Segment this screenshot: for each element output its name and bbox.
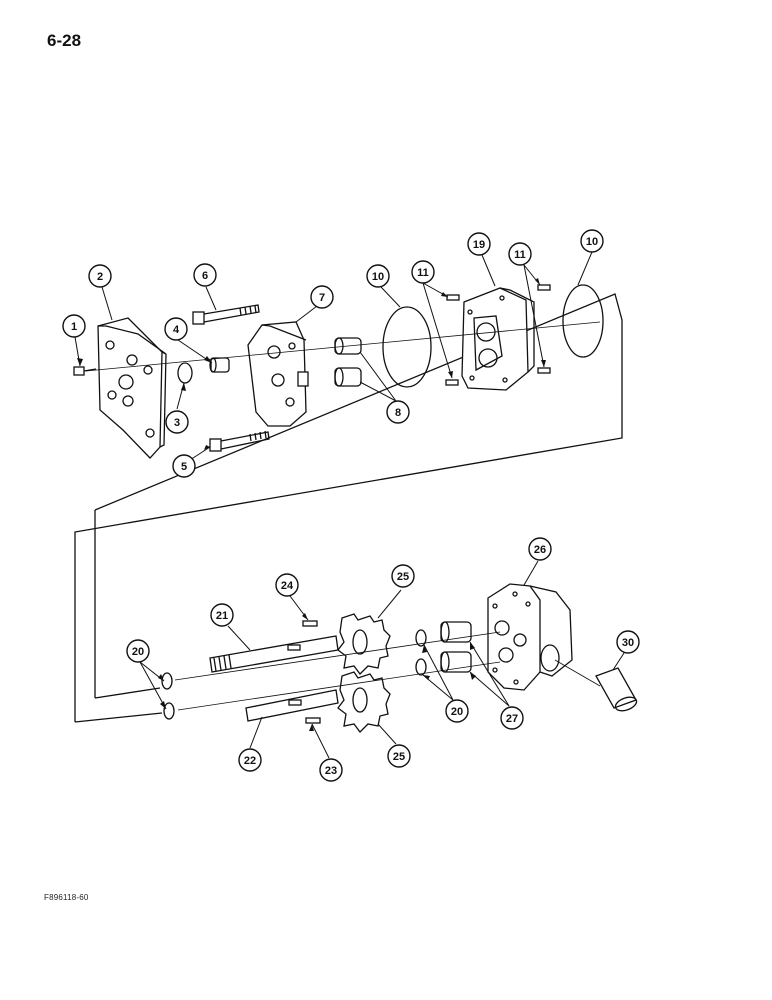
svg-text:27: 27 (506, 713, 518, 725)
svg-text:20: 20 (132, 646, 144, 658)
callout-26: 26 (528, 537, 552, 561)
rear-bushing-part (440, 621, 472, 673)
svg-text:22: 22 (244, 755, 256, 767)
figure-code: F896118-60 (44, 893, 89, 902)
callout-1: 1 (62, 314, 86, 338)
dowel-pin-part (445, 284, 551, 386)
svg-text:10: 10 (586, 236, 598, 248)
drive-shaft-part (209, 635, 339, 673)
svg-text:21: 21 (216, 610, 228, 622)
leader-lines (74, 251, 625, 759)
driven-shaft-part (245, 689, 339, 722)
callout-20: 20 (445, 699, 469, 723)
svg-text:4: 4 (173, 324, 180, 336)
svg-text:11: 11 (514, 249, 526, 261)
callout-21: 21 (210, 603, 234, 627)
gear-part (337, 613, 391, 675)
screw-part (73, 366, 97, 376)
svg-text:11: 11 (417, 267, 429, 279)
callout-10: 10 (580, 229, 604, 253)
svg-text:23: 23 (325, 765, 337, 777)
callout-24: 24 (275, 573, 299, 597)
callout-25: 25 (387, 744, 411, 768)
callout-27: 27 (500, 706, 524, 730)
bolt-top-part (192, 304, 260, 325)
svg-text:19: 19 (473, 239, 485, 251)
callout-22: 22 (238, 748, 262, 772)
callout-19: 19 (467, 232, 491, 256)
o-ring-part (562, 284, 604, 358)
callout-markers: 1 2 3 4 5 6 7 8 10 10 11 11 19 20 20 21 … (62, 229, 640, 782)
o-ring-part (382, 306, 432, 388)
svg-text:25: 25 (397, 571, 409, 583)
assembly-line-lower (74, 510, 163, 723)
callout-10: 10 (366, 264, 390, 288)
callout-11: 11 (411, 260, 435, 284)
svg-text:2: 2 (97, 271, 103, 283)
svg-text:5: 5 (181, 461, 187, 473)
callout-6: 6 (193, 263, 217, 287)
key-part (302, 620, 318, 627)
callout-5: 5 (172, 454, 196, 478)
svg-text:30: 30 (622, 637, 634, 649)
callout-7: 7 (310, 285, 334, 309)
callout-8: 8 (386, 400, 410, 424)
callout-3: 3 (165, 410, 189, 434)
callout-4: 4 (164, 317, 188, 341)
callout-2: 2 (88, 264, 112, 288)
callout-11: 11 (508, 242, 532, 266)
bushing-pair-part (334, 337, 362, 387)
thrust-washer-part (161, 629, 427, 720)
svg-text:8: 8 (395, 407, 401, 419)
svg-text:7: 7 (319, 292, 325, 304)
mounting-flange-part (97, 317, 167, 459)
svg-text:24: 24 (281, 580, 294, 592)
bolt-bottom-part (209, 430, 270, 452)
svg-text:25: 25 (393, 751, 405, 763)
svg-text:10: 10 (372, 271, 384, 283)
svg-text:1: 1 (71, 321, 77, 333)
gear-part (337, 671, 391, 733)
callout-25: 25 (391, 564, 415, 588)
sleeve-part (595, 667, 638, 712)
svg-text:6: 6 (202, 270, 208, 282)
front-cover-part (247, 321, 309, 427)
bushing-part (209, 357, 230, 373)
svg-text:20: 20 (451, 706, 463, 718)
key-part (305, 717, 321, 724)
callout-23: 23 (319, 758, 343, 782)
gear-housing-part (461, 287, 535, 391)
callout-30: 30 (616, 630, 640, 654)
svg-text:3: 3 (174, 417, 180, 429)
callout-20: 20 (126, 639, 150, 663)
assembly-line-upper (74, 293, 623, 722)
seal-ring-part (177, 362, 193, 384)
rear-cover-part (487, 583, 573, 691)
svg-text:26: 26 (534, 544, 546, 556)
page-number: 6-28 (47, 31, 82, 50)
